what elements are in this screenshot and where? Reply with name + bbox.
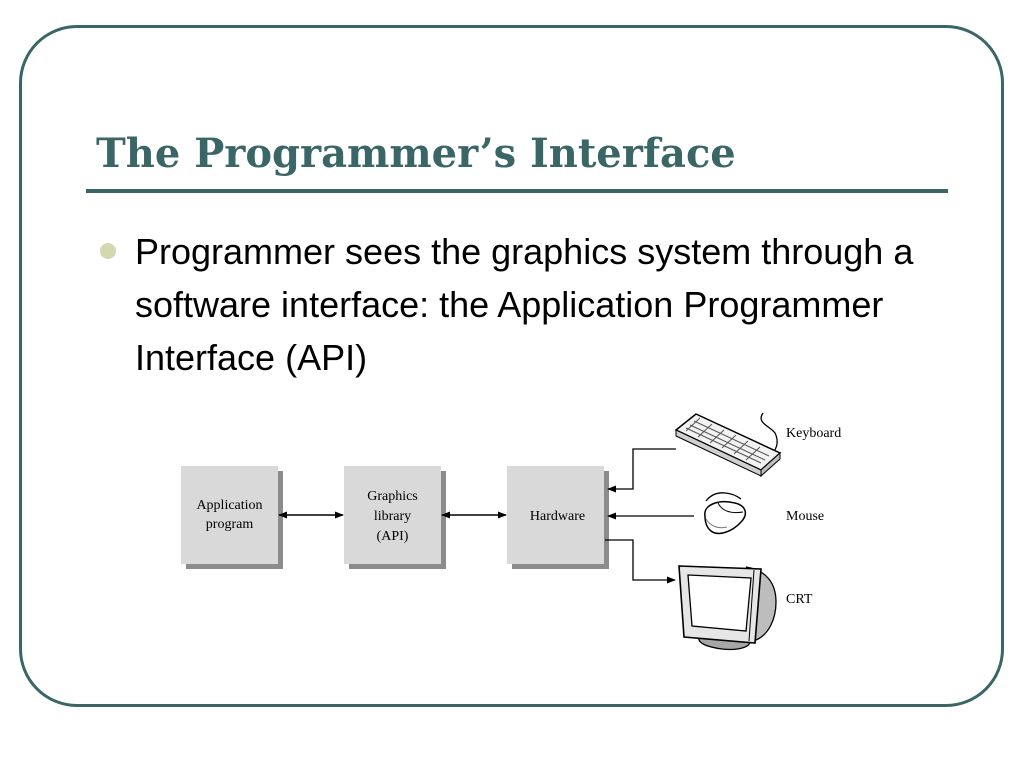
bullet-dot [100, 243, 116, 259]
keyboard-label: Keyboard [786, 426, 841, 441]
slide-title: The Programmer’s Interface [96, 130, 736, 177]
mouse-icon [704, 492, 747, 535]
hardware-label: Hardware [530, 509, 585, 524]
crt-label: CRT [786, 592, 813, 607]
hardware-box: Hardware [507, 466, 609, 569]
arrow-keyboard-hardware [607, 448, 676, 493]
bullet-text: Programmer sees the graphics system thro… [135, 231, 914, 378]
arrow-hardware-crt [605, 539, 676, 584]
graphics-library-label-line3: (API) [377, 529, 409, 544]
application-label-line2: program [206, 517, 254, 532]
application-label-line1: Application [196, 498, 262, 513]
application-program-box: Application program [181, 466, 283, 569]
title-rule [86, 189, 948, 193]
mouse-label: Mouse [786, 509, 824, 524]
keyboard-icon [674, 412, 782, 478]
graphics-library-box: Graphics library (API) [344, 466, 446, 569]
crt-monitor-icon [678, 565, 777, 651]
graphics-library-label-line2: library [374, 509, 411, 524]
slide-frame [19, 25, 1004, 707]
graphics-library-label-line1: Graphics [367, 489, 418, 504]
